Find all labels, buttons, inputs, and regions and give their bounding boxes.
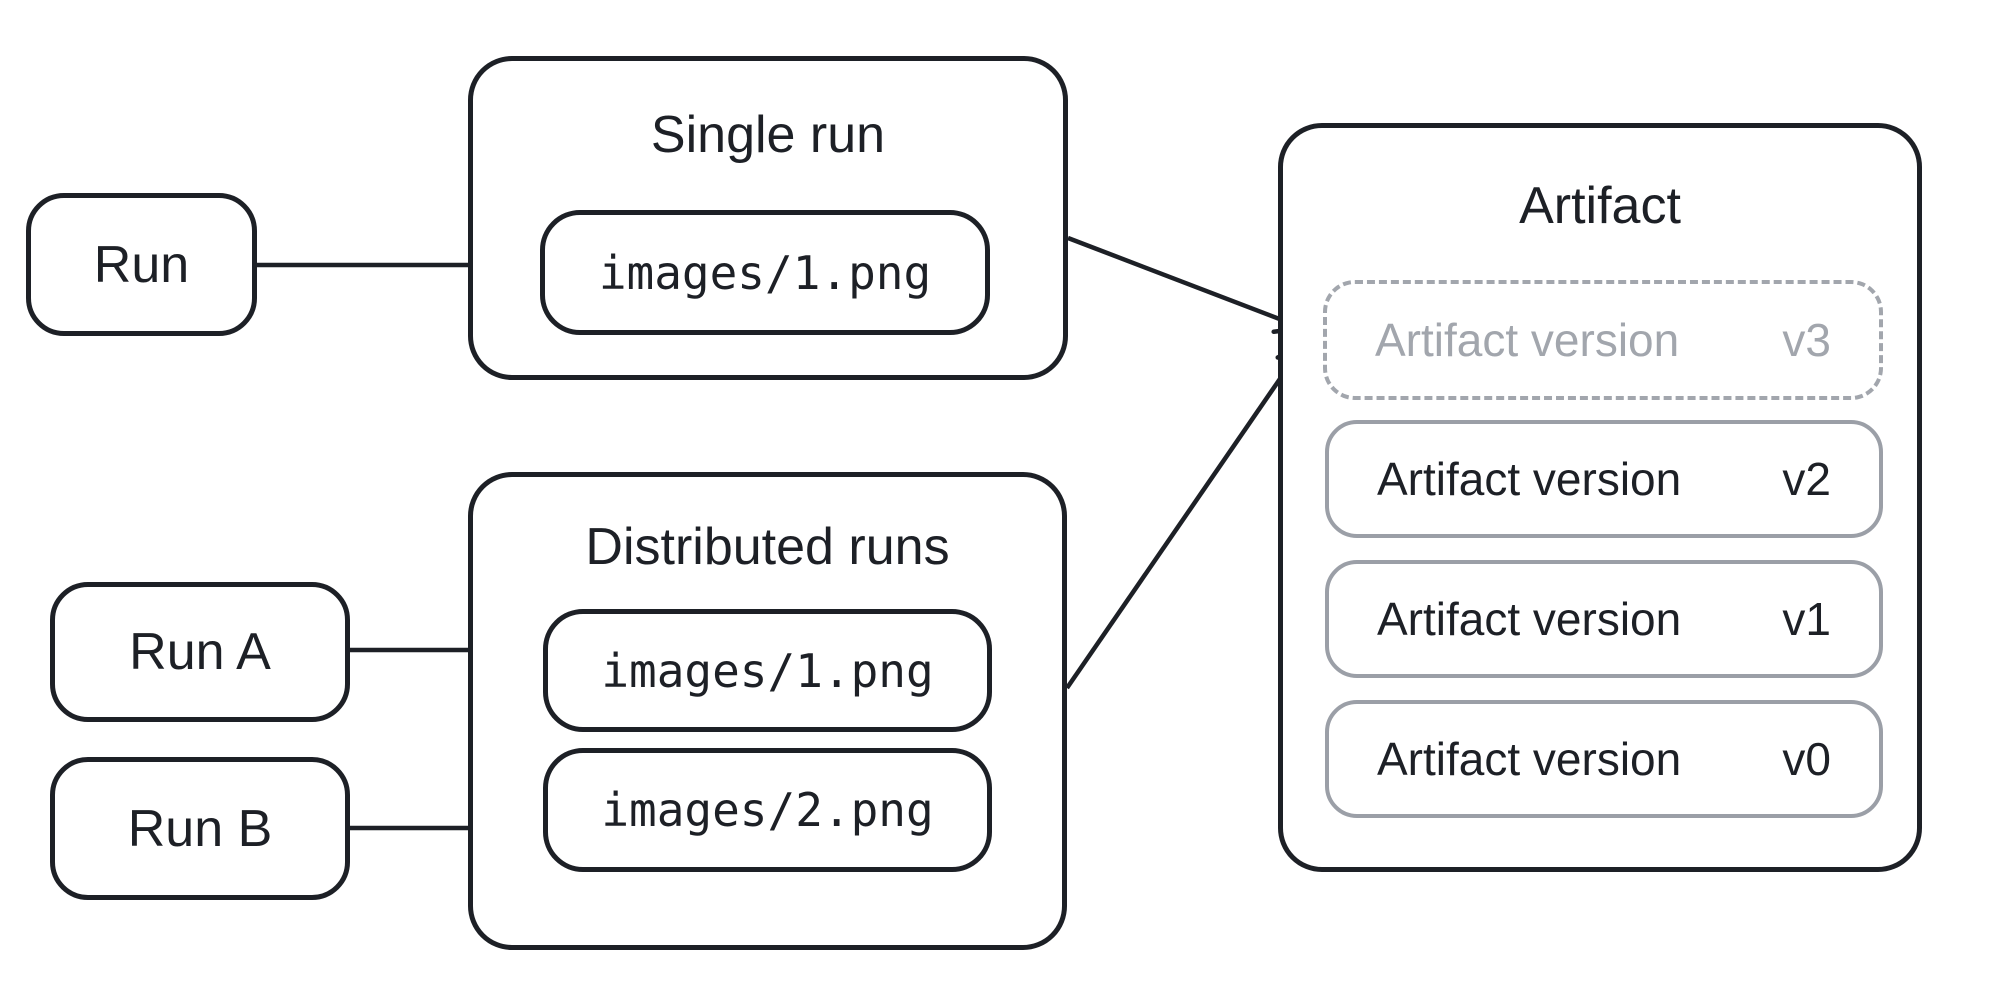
distributed-runs-container: Distributed runs images/1.png images/2.p…: [468, 472, 1067, 950]
artifact-version-tag: v1: [1782, 593, 1831, 645]
distributed-runs-title: Distributed runs: [585, 518, 950, 576]
single-run-title: Single run: [650, 106, 886, 164]
artifact-version-v1: Artifact version v1: [1325, 560, 1883, 678]
arrow-single-run-to-v3: [1067, 235, 1306, 335]
artifact-container: Artifact Artifact version v3 Artifact ve…: [1278, 123, 1922, 872]
run-a-node-label: Run A: [129, 623, 271, 681]
arrow-distributed-to-v3: [1065, 341, 1307, 690]
artifact-version-tag: v0: [1782, 733, 1831, 785]
artifact-version-v2: Artifact version v2: [1325, 420, 1883, 538]
artifact-version-tag: v2: [1782, 453, 1831, 505]
artifact-version-label: Artifact version: [1377, 453, 1682, 505]
distributed-file-2-label: images/2.png: [601, 783, 934, 837]
run-a-node: Run A: [50, 582, 350, 722]
distributed-file-2-box: images/2.png: [543, 748, 992, 872]
single-run-container: Single run images/1.png: [468, 56, 1068, 380]
distributed-file-1-label: images/1.png: [601, 643, 934, 698]
single-run-file-label: images/1.png: [598, 245, 932, 300]
artifact-version-label: Artifact version: [1377, 593, 1682, 645]
artifact-version-tag: v3: [1782, 314, 1831, 366]
artifact-version-v0: Artifact version v0: [1325, 700, 1883, 818]
artifact-title: Artifact: [1519, 177, 1681, 235]
artifact-version-label: Artifact version: [1377, 733, 1682, 785]
artifact-version-v3-pending: Artifact version v3: [1323, 280, 1883, 400]
distributed-file-1-box: images/1.png: [543, 609, 992, 732]
run-b-node: Run B: [50, 757, 350, 900]
run-node: Run: [26, 193, 257, 336]
run-node-label: Run: [93, 235, 190, 294]
run-b-node-label: Run B: [127, 799, 273, 858]
artifact-version-label: Artifact version: [1375, 314, 1680, 366]
single-run-file-box: images/1.png: [540, 210, 990, 335]
